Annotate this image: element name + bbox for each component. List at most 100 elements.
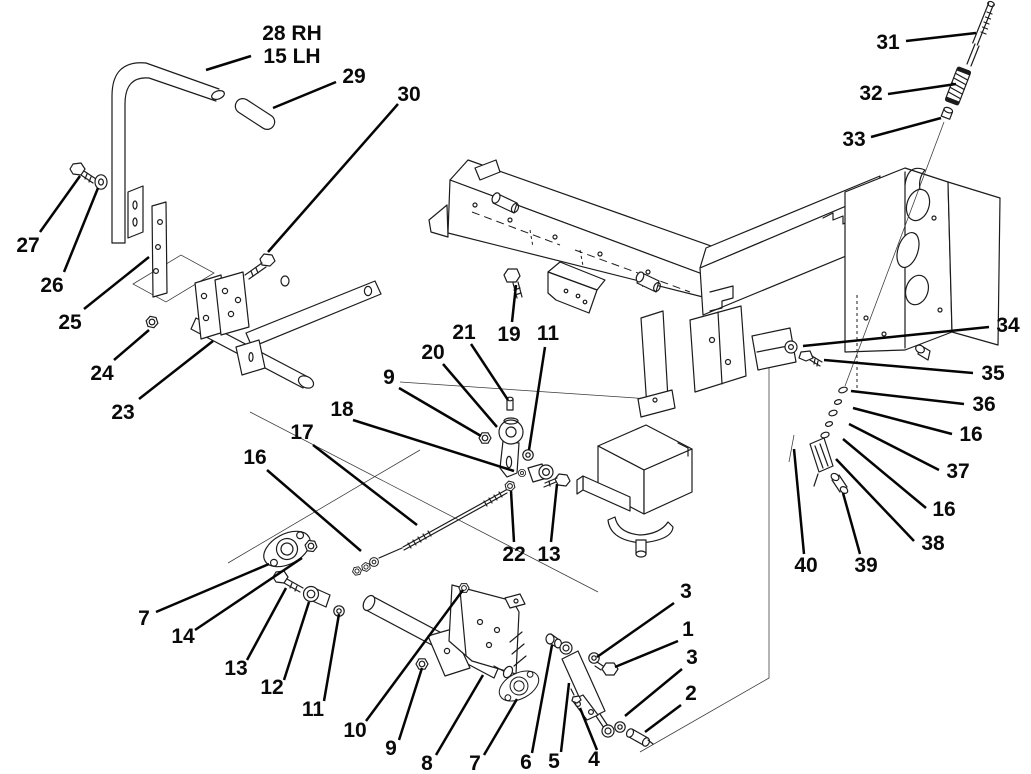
washer-16-left	[369, 557, 379, 567]
callout-label-7-30: 7	[138, 607, 150, 630]
leader-line-18-25	[352, 418, 515, 473]
leader-line-2-45	[644, 704, 682, 733]
leader-line-7-38	[482, 698, 519, 756]
nut-24	[144, 315, 160, 329]
callout-label-21-21: 21	[452, 321, 476, 344]
bolt-30-target	[244, 253, 276, 280]
leader-line-24-6	[113, 329, 150, 361]
bracket-plates-23	[194, 271, 250, 340]
leader-line-35-12	[823, 358, 974, 375]
leader-line-14-31	[194, 556, 303, 632]
leader-line-29-1	[272, 80, 337, 110]
callout-label-28-rh-0: 15 LH	[263, 45, 320, 68]
bolt-35	[798, 350, 823, 367]
callout-label-7-38: 7	[469, 752, 481, 774]
frame-support-bracket	[547, 261, 606, 314]
nut-9-upper	[478, 432, 492, 444]
frame-mid-bracket	[689, 305, 747, 393]
callout-label-40-18: 40	[794, 554, 817, 577]
callout-label-11-34: 11	[302, 698, 325, 721]
callout-label-16-14: 16	[959, 423, 982, 446]
callout-label-34-11: 34	[996, 314, 1020, 337]
leader-line-9-24	[398, 386, 482, 438]
leader-line-40-18	[792, 448, 806, 555]
clutch-pulley	[607, 516, 674, 558]
rollbar-handle-art	[69, 62, 276, 298]
callout-label-25-5: 25	[58, 311, 82, 334]
leader-line-34-11	[802, 325, 990, 348]
cap-33	[940, 106, 954, 120]
leader-line-33-10	[870, 116, 942, 139]
leader-line-3-42	[596, 601, 675, 659]
callout-label-32-9: 32	[859, 82, 882, 105]
leader-line-38-17	[835, 458, 915, 542]
handle-tube	[111, 62, 220, 244]
callout-label-36-13: 36	[972, 393, 995, 416]
callout-label-31-8: 31	[876, 31, 900, 54]
mount-bar-25	[151, 201, 168, 298]
leader-line-37-15	[848, 422, 940, 472]
mount-plate	[127, 185, 144, 239]
callout-label-23-7: 23	[111, 401, 134, 424]
leader-line-39-19	[841, 492, 862, 555]
leader-line-13-32	[245, 587, 288, 661]
leader-line-16-14	[852, 406, 953, 436]
callout-label-9-36: 9	[385, 737, 397, 760]
callout-label-3-42: 3	[680, 580, 692, 603]
lever-arm	[245, 280, 382, 348]
nut-10	[458, 583, 470, 593]
frame-leg	[637, 310, 676, 418]
washer-26	[94, 174, 108, 190]
callout-label-19-20: 19	[497, 323, 520, 346]
leader-line-12-33	[282, 601, 311, 681]
callout-label-27-3: 27	[16, 234, 39, 257]
callout-label-12-33: 12	[260, 676, 283, 699]
leader-line-9-36	[397, 667, 424, 741]
leader-line-1-43	[614, 639, 679, 669]
callout-label-33-10: 33	[842, 128, 865, 151]
clip-36	[838, 386, 848, 394]
washer-3-bottom	[614, 721, 626, 733]
shock-5	[559, 641, 615, 738]
frame-pin-1	[491, 192, 520, 214]
mounting-bracket-8	[448, 584, 527, 675]
washer-small	[517, 468, 527, 478]
callout-label-8-37: 8	[421, 752, 433, 774]
callout-label-29-1: 29	[342, 65, 365, 88]
leader-line-20-23	[442, 363, 498, 428]
adjuster-38	[809, 437, 834, 487]
washer-11-upper	[522, 449, 534, 461]
washer-3-top	[588, 652, 600, 664]
lift-rod-art	[788, 0, 995, 494]
callout-label-35-12: 35	[981, 362, 1005, 385]
callout-label-13-29: 13	[537, 543, 560, 566]
leader-line-27-3	[38, 175, 82, 233]
callout-label-18-25: 18	[330, 398, 354, 421]
leader-line-32-9	[887, 82, 957, 96]
leader-line-23-7	[138, 340, 214, 400]
leader-line-5-40	[559, 682, 571, 753]
callout-label-4-41: 4	[588, 748, 600, 771]
callout-label-1-43: 1	[682, 618, 694, 641]
construction-lines	[132, 254, 770, 753]
callout-label-11-22: 11	[537, 322, 560, 345]
callout-label-28-rh-0: 28 RH	[262, 22, 322, 45]
leader-line-4-41	[578, 707, 599, 751]
callout-label-16-16: 16	[932, 498, 955, 521]
leader-line-13-29	[549, 483, 559, 543]
callout-label-30-2: 30	[397, 83, 420, 106]
callout-label-3-44: 3	[686, 646, 698, 669]
bushing	[280, 275, 290, 287]
bolt-27	[69, 162, 97, 184]
leader-line-25-5	[83, 256, 150, 310]
leader-line-36-13	[850, 389, 965, 406]
clip-37	[828, 409, 838, 417]
callout-label-10-35: 10	[343, 719, 366, 742]
bushing-6	[545, 633, 562, 649]
callout-label-20-23: 20	[421, 341, 444, 364]
leader-line-16-16	[842, 438, 927, 509]
leader-line-19-20	[510, 284, 518, 323]
leader-line-30-2	[267, 103, 399, 253]
